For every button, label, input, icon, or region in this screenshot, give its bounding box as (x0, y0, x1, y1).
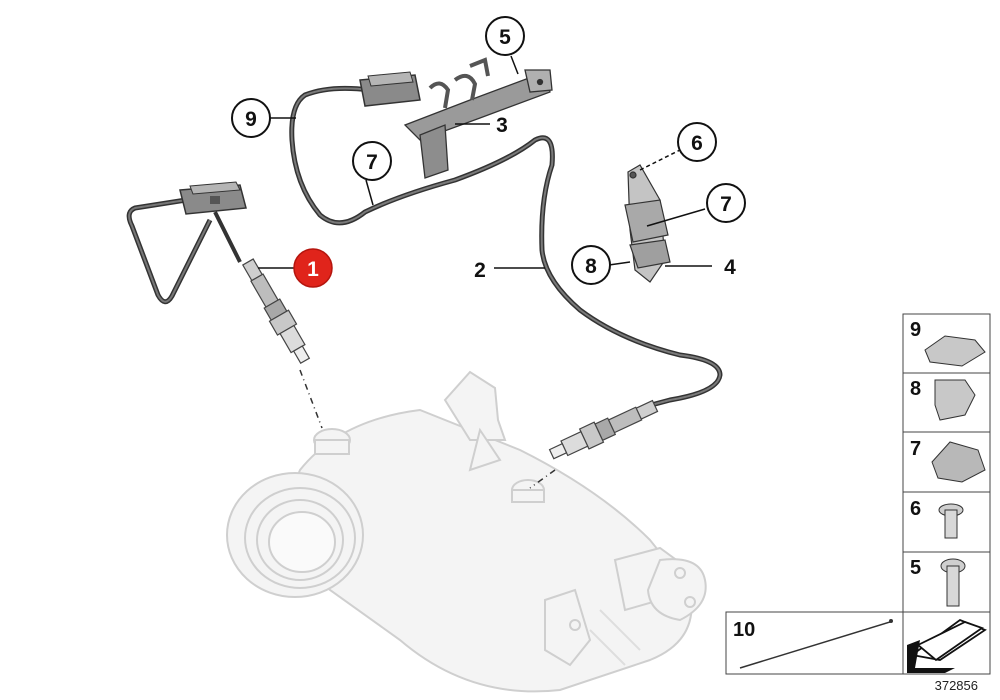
legend-panel: 9 8 7 6 5 10 (725, 313, 991, 675)
callout-1-label: 1 (307, 258, 319, 281)
callout-6-label: 6 (691, 132, 703, 155)
callout-7a-label: 7 (366, 151, 378, 174)
cable-bracket[interactable] (403, 57, 553, 179)
cable-tie-icon (739, 621, 891, 669)
screw-icon (938, 503, 964, 539)
callout-5[interactable]: 5 (485, 16, 525, 56)
callout-9-label: 9 (245, 108, 257, 131)
rear-oxygen-sensor[interactable] (289, 71, 723, 489)
catalytic-converter (226, 370, 707, 693)
reference-number: 372856 (935, 678, 978, 693)
legend-item-10-label: 10 (733, 619, 755, 641)
legend-item-6[interactable]: 6 (910, 498, 964, 539)
callout-8[interactable]: 8 (571, 245, 611, 285)
callout-4-label: 4 (724, 256, 736, 279)
legend-item-6-label: 6 (910, 498, 921, 520)
legend-item-9-label: 9 (910, 319, 921, 341)
legend-item-8[interactable]: 8 (910, 378, 976, 421)
callout-1[interactable]: 1 (293, 248, 333, 288)
arrow-icon (907, 618, 987, 673)
callout-8-label: 8 (585, 255, 597, 278)
callout-7b-label: 7 (720, 193, 732, 216)
callout-2-label: 2 (474, 259, 486, 282)
legend-item-8-label: 8 (910, 378, 921, 400)
clip-icon (924, 335, 986, 367)
callout-5-label: 5 (499, 26, 511, 49)
legend-item-7-label: 7 (910, 438, 921, 460)
bolt-icon (940, 558, 966, 607)
callout-6[interactable]: 6 (677, 122, 717, 162)
legend-item-9[interactable]: 9 (910, 319, 986, 367)
leader-lines (258, 55, 712, 269)
callout-7-holder[interactable]: 7 (706, 183, 746, 223)
callout-7-bracket[interactable]: 7 (352, 141, 392, 181)
legend-item-5[interactable]: 5 (910, 557, 966, 607)
callout-3-label: 3 (496, 114, 508, 137)
sensor-holder[interactable] (624, 164, 671, 283)
holder-clip-icon (934, 379, 976, 421)
front-oxygen-sensor[interactable] (126, 181, 323, 429)
legend-item-7[interactable]: 7 (910, 438, 986, 483)
cable-clip-icon (931, 441, 986, 483)
legend-item-5-label: 5 (910, 557, 921, 579)
callout-9[interactable]: 9 (231, 98, 271, 138)
